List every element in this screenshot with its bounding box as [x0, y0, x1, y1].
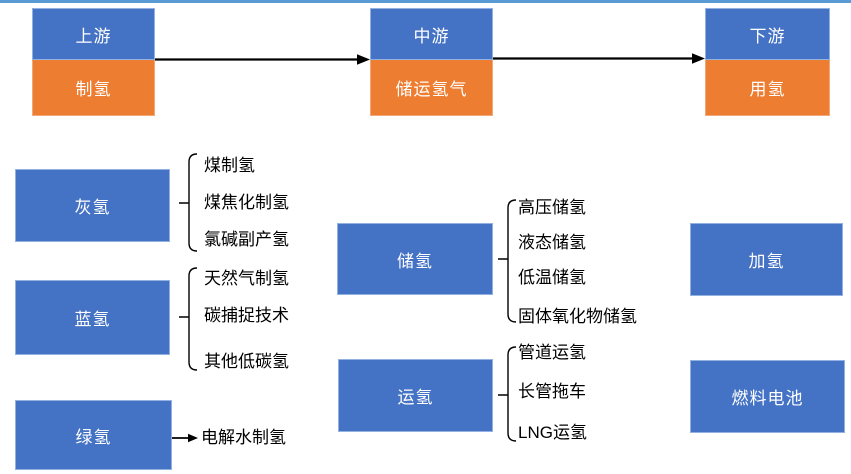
stage-downstream: 下游 用氢: [705, 8, 830, 116]
arrow-green-hydrogen-to-electrolysis: [172, 433, 198, 443]
item-low-temperature-storage: 低温储氢: [518, 268, 586, 287]
stage-upstream: 上游 制氢: [32, 8, 155, 116]
top-border-line: [0, 0, 851, 3]
node-green-hydrogen: 绿氢: [15, 400, 172, 470]
bracket-hydrogen-storage: [498, 199, 517, 323]
item-water-electrolysis-hydrogen: 电解水制氢: [201, 428, 286, 447]
arrow-midstream-to-downstream: [493, 53, 705, 64]
bracket-hydrogen-transport: [498, 346, 517, 442]
arrow-upstream-to-midstream: [155, 54, 370, 65]
item-coal-coking-hydrogen: 煤焦化制氢: [204, 193, 289, 212]
node-hydrogen-transport: 运氢: [338, 359, 493, 432]
node-fuel-cell: 燃料电池: [690, 360, 845, 433]
stage-downstream-tier: 下游: [705, 8, 830, 60]
item-high-pressure-storage: 高压储氢: [518, 198, 586, 217]
bracket-blue-hydrogen: [179, 267, 198, 371]
stage-midstream-tier: 中游: [370, 8, 493, 60]
item-liquid-storage: 液态储氢: [518, 233, 586, 252]
item-natural-gas-hydrogen: 天然气制氢: [204, 269, 289, 288]
node-gray-hydrogen: 灰氢: [15, 169, 170, 242]
item-long-tube-trailer: 长管拖车: [518, 382, 586, 401]
stage-upstream-activity: 制氢: [32, 60, 155, 116]
item-chlor-alkali-byproduct-hydrogen: 氯碱副产氢: [204, 230, 289, 249]
stage-midstream: 中游 储运氢气: [370, 8, 493, 116]
stage-downstream-activity: 用氢: [705, 60, 830, 116]
item-solid-oxide-storage: 固体氧化物储氢: [518, 307, 637, 326]
item-lng-transport: LNG运氢: [518, 423, 587, 442]
stage-midstream-activity: 储运氢气: [370, 60, 493, 116]
item-coal-to-hydrogen: 煤制氢: [204, 156, 255, 175]
item-other-low-carbon-hydrogen: 其他低碳氢: [204, 352, 289, 371]
node-blue-hydrogen: 蓝氢: [15, 280, 170, 355]
stage-upstream-tier: 上游: [32, 8, 155, 60]
item-carbon-capture-technology: 碳捕捉技术: [204, 306, 289, 325]
node-hydrogen-refueling: 加氢: [690, 223, 843, 296]
node-hydrogen-storage: 储氢: [337, 223, 493, 295]
item-pipeline-transport: 管道运氢: [518, 343, 586, 362]
bracket-gray-hydrogen: [179, 153, 198, 252]
